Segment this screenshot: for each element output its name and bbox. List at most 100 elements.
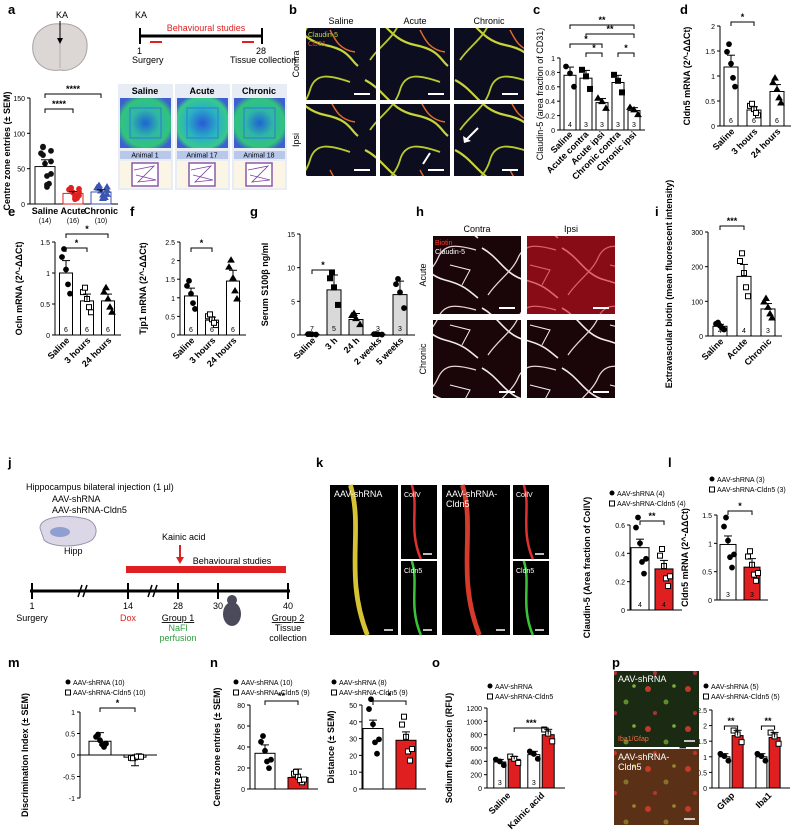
y-tick-label: 0 xyxy=(711,124,715,131)
y-tick-label: 0.5 xyxy=(697,770,707,777)
data-point xyxy=(40,152,46,158)
data-point xyxy=(401,713,407,720)
y-tick-label: 0 xyxy=(703,786,707,793)
heatmap-image xyxy=(234,98,285,148)
panel-label-l: l xyxy=(668,455,672,470)
panel-label-i: i xyxy=(655,204,659,219)
data-point xyxy=(732,83,738,90)
x-tick-label: Iba1 xyxy=(754,790,774,810)
data-point xyxy=(747,548,753,555)
day-label: Tissue collection xyxy=(230,55,296,65)
significance-label: * xyxy=(321,260,325,270)
significance-label: *** xyxy=(727,216,738,226)
data-point xyxy=(726,41,732,48)
y-tick-label: 0 xyxy=(71,753,75,760)
behaviour-bar xyxy=(126,566,286,573)
significance-bracket xyxy=(723,725,739,730)
legend-label: AAV-shRNA-Cldn5 (5) xyxy=(711,694,780,701)
y-tick-label: 10 xyxy=(349,770,357,777)
n-label: 3 xyxy=(376,326,380,333)
data-point xyxy=(103,182,111,190)
data-point xyxy=(633,524,639,531)
y-tick-label: 1 xyxy=(171,296,175,303)
data-point xyxy=(641,570,647,577)
hipp-label: Hipp xyxy=(64,546,83,556)
data-point xyxy=(59,254,65,260)
data-point xyxy=(762,294,770,301)
y-tick-label: 15 xyxy=(287,232,295,239)
panel-label-o: o xyxy=(432,655,440,670)
y-axis-title: Tjp1 mRNA (2^-ΔΔCt) xyxy=(138,242,148,334)
data-point xyxy=(67,290,73,297)
arrow xyxy=(465,127,479,141)
merge-image-cldn5 xyxy=(442,485,510,635)
y-tick-label: 0.8 xyxy=(545,70,555,77)
n-label: 6 xyxy=(775,118,779,125)
micrograph xyxy=(306,28,376,100)
significance-bracket xyxy=(65,247,88,252)
panel-label-m: m xyxy=(8,655,20,670)
y-tick-label: 1.5 xyxy=(702,513,712,520)
data-point xyxy=(266,765,272,772)
significance-label: ** xyxy=(598,15,606,25)
panel-label-a: a xyxy=(8,2,16,17)
bar xyxy=(348,319,364,336)
legend-marker xyxy=(487,693,493,700)
y-tick-label: 40 xyxy=(237,745,245,752)
data-point xyxy=(775,93,783,101)
heatmap-title: Acute xyxy=(189,86,214,96)
y-tick-label: 40 xyxy=(349,720,357,727)
y-tick-label: 1 xyxy=(71,710,75,717)
collv-image-shrna-vessel xyxy=(410,484,422,560)
n-label: 4 xyxy=(742,328,746,335)
y-tick-label: 1200 xyxy=(466,706,482,713)
n-label: 4 xyxy=(568,122,572,129)
y-tick-label: 100 xyxy=(13,131,25,138)
significance-bracket xyxy=(44,93,102,98)
significance-label: **** xyxy=(52,99,67,109)
behavioural-label: Behavioural studies xyxy=(167,23,246,33)
y-tick-label: 1.5 xyxy=(705,49,715,56)
y-tick-label: 1.5 xyxy=(40,240,50,247)
y-tick-label: 0.5 xyxy=(705,99,715,106)
legend-marker xyxy=(487,683,493,689)
y-tick-label: 1 xyxy=(703,755,707,762)
y-tick-label: 1.5 xyxy=(697,739,707,746)
arrow-head xyxy=(57,38,63,44)
data-point xyxy=(587,85,593,92)
image-label: AAV-shRNA xyxy=(334,489,382,499)
animal-label: Animal 18 xyxy=(243,153,274,160)
timeline-ka: KA xyxy=(135,10,147,20)
data-point xyxy=(366,706,372,712)
y-tick-label: 10 xyxy=(287,266,295,273)
significance-label: *** xyxy=(526,718,537,728)
n-label: 7 xyxy=(310,326,314,333)
data-point xyxy=(725,757,732,764)
y-axis-title: Extravascular biotin (mean fluorescent i… xyxy=(664,180,674,389)
x-tick-label: Chronic xyxy=(84,206,118,216)
y-tick-label: 20 xyxy=(237,766,245,773)
data-point xyxy=(48,158,54,165)
data-point xyxy=(594,94,602,101)
y-tick-label: 0.5 xyxy=(165,314,175,321)
image-label: Iba1/Gfap xyxy=(618,736,649,743)
data-point xyxy=(190,300,196,306)
y-axis-title: Sodium fluorescein (RFU) xyxy=(444,693,454,804)
image-label: AAV-shRNA xyxy=(618,674,666,684)
data-point xyxy=(731,551,737,558)
data-point xyxy=(227,256,235,263)
y-tick-label: 50 xyxy=(17,167,25,174)
panel-label-j: j xyxy=(7,455,12,470)
y-axis-title: Serum S100β ng/ml xyxy=(260,243,270,327)
y-tick-label: 1 xyxy=(46,271,50,278)
column-label: Saline xyxy=(328,16,353,26)
